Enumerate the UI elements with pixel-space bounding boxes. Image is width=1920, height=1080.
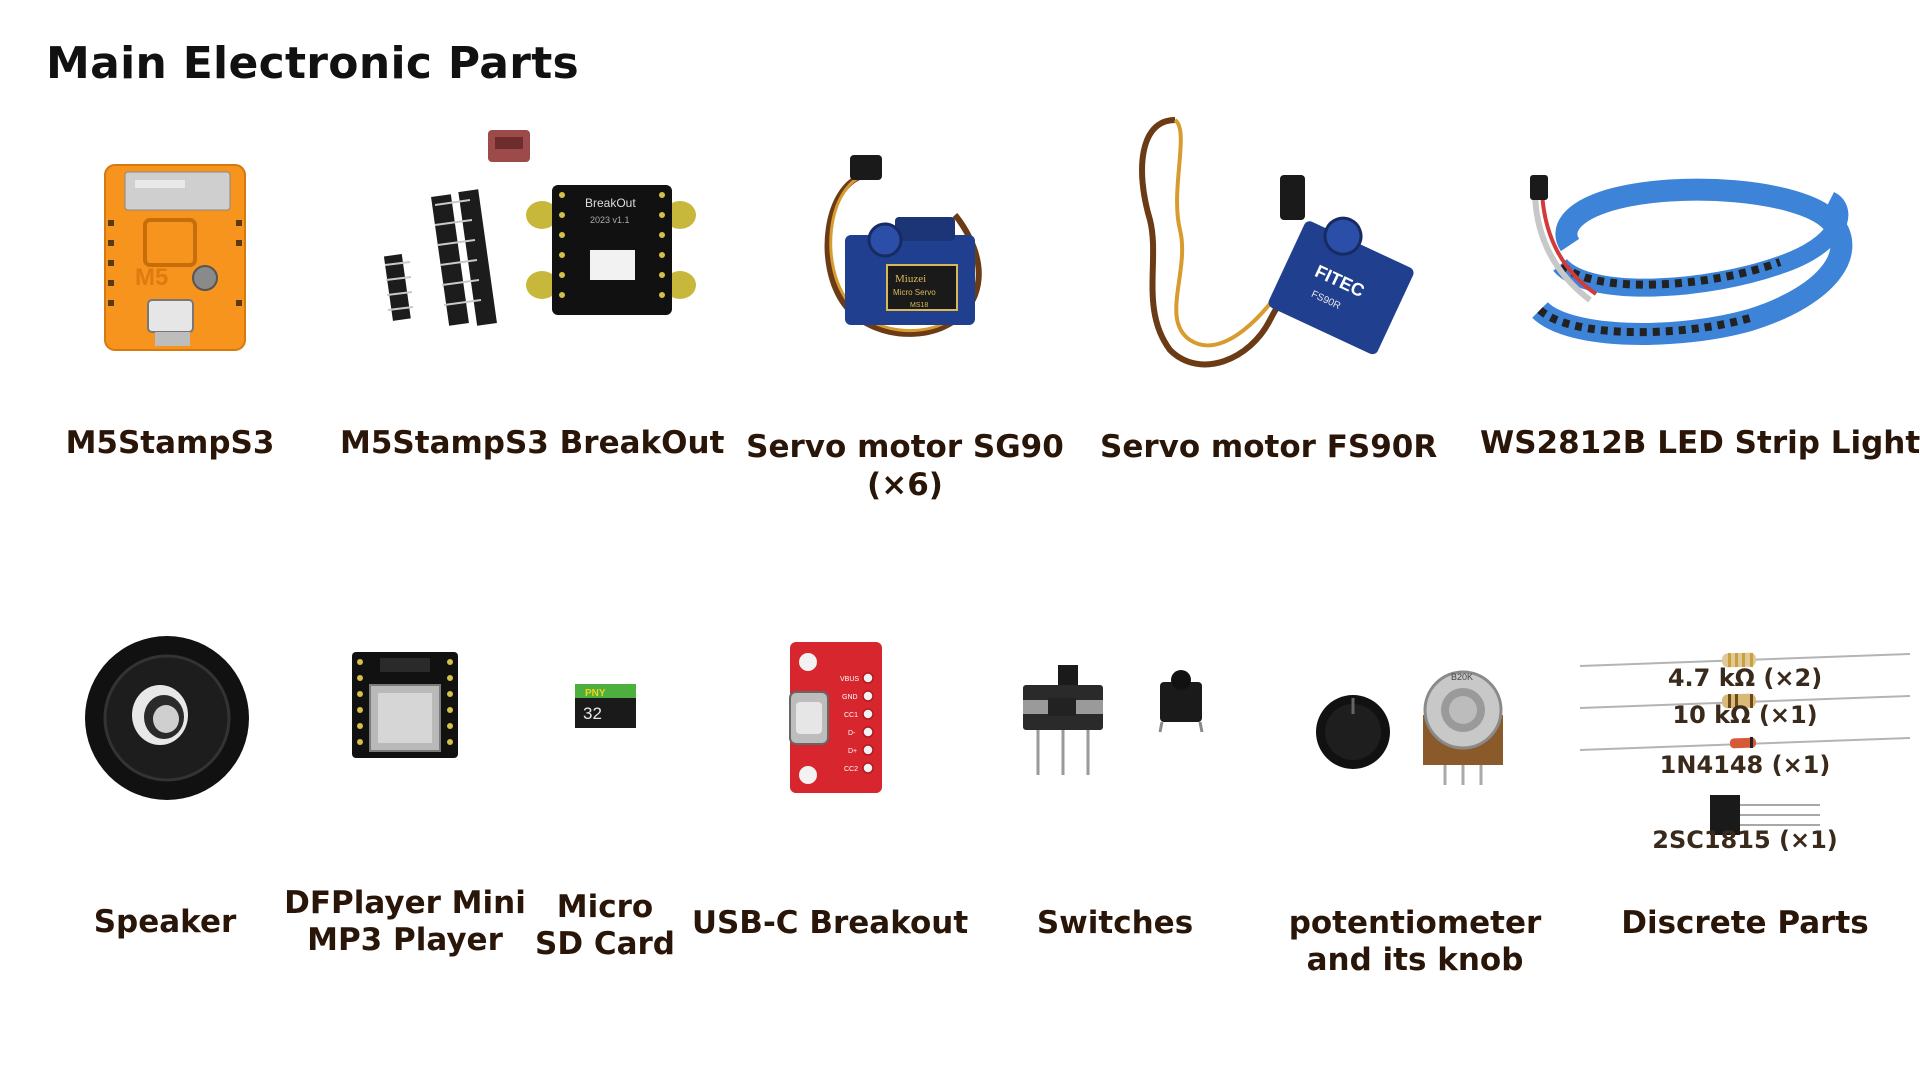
part-label-speaker: Speaker bbox=[93, 904, 237, 940]
part-sublabel-dfplayer: MP3 Player bbox=[307, 922, 503, 958]
usbc-pin-label: CC1 bbox=[844, 712, 858, 719]
diode-1n4148-photo bbox=[1579, 737, 1911, 751]
servo-sg90-photo: Miuzei Micro Servo MS18 bbox=[824, 155, 982, 337]
sd-brand: PNY bbox=[585, 688, 606, 699]
breakout-rev-marking: 2023 v1.1 bbox=[590, 215, 630, 225]
transistor-2sc1815-photo bbox=[1710, 795, 1820, 835]
sg90-code: MS18 bbox=[910, 302, 928, 309]
microsd-photo: PNY 32 bbox=[575, 684, 636, 728]
resistor-10k-photo bbox=[1579, 693, 1911, 709]
part-label-servo-fs90r: Servo motor FS90R bbox=[1100, 429, 1438, 465]
breakout-photo: BreakOut 2023 v1.1 bbox=[383, 130, 696, 326]
part-label-m5stamps3: M5StampS3 bbox=[65, 425, 275, 461]
part-sublabel-potentiometer: and its knob bbox=[1306, 942, 1524, 978]
part-sublabel-microsd: SD Card bbox=[535, 926, 675, 962]
part-label-dfplayer: DFPlayer Mini bbox=[284, 885, 526, 921]
potentiometer-photo: B20K bbox=[1316, 670, 1503, 785]
usbc-pin-label: CC2 bbox=[844, 766, 858, 773]
sd-capacity: 32 bbox=[583, 704, 602, 723]
usbc-pin-label: D+ bbox=[848, 748, 857, 755]
m5-logo: M5 bbox=[135, 264, 168, 291]
sg90-model: Micro Servo bbox=[893, 288, 936, 297]
page-title: Main Electronic Parts bbox=[46, 38, 580, 89]
part-label-breakout: M5StampS3 BreakOut bbox=[340, 425, 725, 461]
sg90-brand: Miuzei bbox=[895, 273, 926, 285]
dfplayer-photo bbox=[352, 652, 458, 758]
switches-photo bbox=[1023, 665, 1204, 775]
breakout-marking: BreakOut bbox=[585, 196, 636, 210]
usbc-pin-label: VBUS bbox=[840, 676, 859, 683]
part-label-switches: Switches bbox=[1036, 905, 1194, 941]
discrete-item-10k: 10 kΩ (×1) bbox=[1672, 701, 1818, 729]
usbc-breakout-photo: VBUS GND CC1 D- D+ CC2 bbox=[789, 642, 882, 793]
part-label-servo-sg90: Servo motor SG90 bbox=[746, 429, 1064, 465]
resistor-4k7-photo bbox=[1579, 652, 1911, 668]
part-label-microsd: Micro bbox=[556, 889, 654, 925]
part-label-discrete: Discrete Parts bbox=[1621, 905, 1869, 941]
part-label-usbc-breakout: USB-C Breakout bbox=[691, 905, 969, 941]
usbc-pin-label: D- bbox=[848, 730, 856, 737]
usbc-pin-label: GND bbox=[842, 694, 858, 701]
speaker-photo bbox=[85, 636, 249, 800]
part-label-potentiometer: potentiometer bbox=[1288, 905, 1542, 941]
m5stamps3-photo: M5 bbox=[104, 164, 246, 351]
discrete-item-4k7: 4.7 kΩ (×2) bbox=[1667, 664, 1823, 692]
led-strip-photo bbox=[1530, 175, 1853, 345]
discrete-item-2sc1815: 2SC1815 (×1) bbox=[1652, 826, 1838, 854]
discrete-item-1n4148: 1N4148 (×1) bbox=[1659, 751, 1831, 779]
part-sublabel-servo-sg90: (×6) bbox=[867, 467, 943, 503]
pot-value: B20K bbox=[1451, 672, 1473, 682]
part-label-led-strip: WS2812B LED Strip Light bbox=[1480, 425, 1920, 461]
servo-fs90r-photo: FITEC FS90R bbox=[1139, 117, 1414, 368]
